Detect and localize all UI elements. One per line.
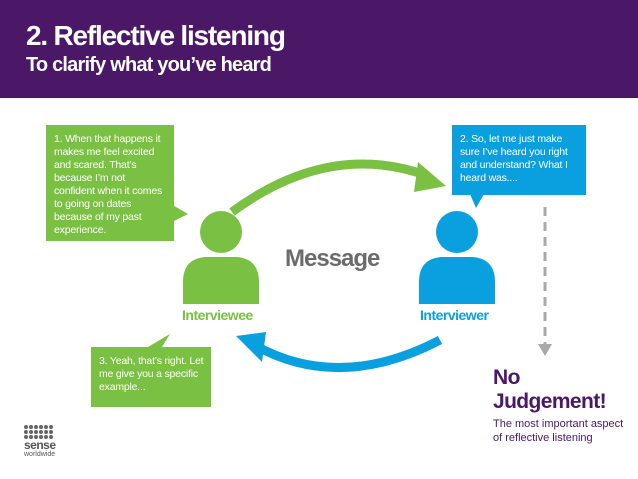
message-label: Message [285,245,380,272]
speech-bubble-interviewee-confirm: 3. Yeah, that’s right. Let me give you a… [91,347,211,407]
arrow-left-icon [253,336,443,373]
bubble-3-text: 3. Yeah, that’s right. Let me give you a… [99,355,204,393]
interviewer-label: Interviewer [420,307,489,323]
speech-bubble-interviewee-feeling: 1. When that happens it makes me feel ex… [46,125,174,241]
bubble-3-tail [148,334,170,347]
page-subtitle: To clarify what you’ve heard [26,54,272,76]
sense-worldwide-logo: sense worldwide [24,425,60,459]
interviewee-label: Interviewee [182,307,253,323]
no-judgement-description: The most important aspect of reflective … [493,418,624,444]
logo-dots-icon [24,425,60,439]
bubble-2-tail [470,194,484,208]
header-banner: 2. Reflective listening To clarify what … [0,0,638,98]
logo-sub: worldwide [24,451,56,458]
arrow-right-icon [229,159,430,216]
arrow-left-head [236,332,266,362]
no-judgement-heading: No Judgement! [493,366,607,414]
no-judgement-line-1: No [493,366,520,389]
arrow-right-head [414,162,446,192]
person-icon-interviewer [419,211,495,304]
person-icon-interviewee [183,211,259,304]
bubble-2-text: 2. So, let me just make sure I’ve heard … [460,133,568,184]
bubble-1-text: 1. When that happens it makes me feel ex… [54,133,163,236]
no-judgement-line-2: Judgement! [493,390,607,413]
speech-bubble-interviewer-check: 2. So, let me just make sure I’ve heard … [452,125,586,195]
dashed-arrow-head [538,344,552,356]
logo-word: sense [24,438,56,452]
page-title: 2. Reflective listening [26,20,286,51]
